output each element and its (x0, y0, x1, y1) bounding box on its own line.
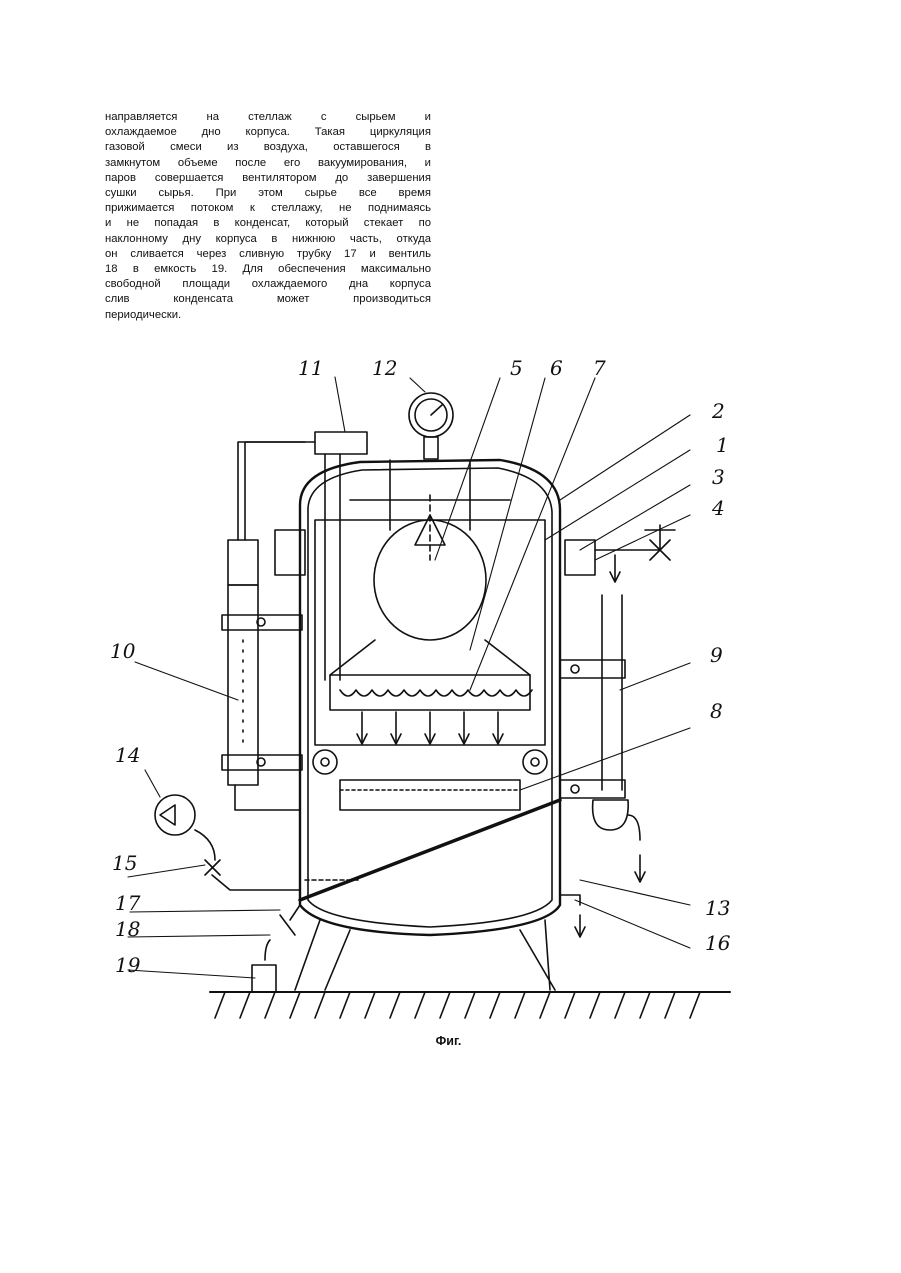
label-8: 8 (710, 699, 723, 723)
vacuum-unit-box (315, 432, 367, 454)
label-17: 17 (115, 891, 141, 915)
label-1: 1 (716, 433, 729, 457)
inclined-bottom (300, 800, 560, 900)
condensate-column (602, 595, 622, 790)
label-7: 7 (593, 356, 606, 380)
paragraph-line: и не попадая в конденсат, который стекае… (105, 216, 431, 231)
paragraph-line: направляется на стеллаж с сырьем и (105, 110, 431, 125)
paragraph-line: он сливается через сливную трубку 17 и в… (105, 247, 431, 262)
label-19: 19 (115, 953, 141, 977)
paragraph-line: наклонному дну корпуса в нижнюю часть, о… (105, 232, 431, 247)
paragraph-line: 18 в емкость 19. Для обеспечения максима… (105, 262, 431, 277)
paragraph-line: сушки сырья. При этом сырье все время (105, 186, 431, 201)
condenser-column (228, 540, 258, 585)
paragraph-line: замкнутом объеме после его вакуумировани… (105, 156, 431, 171)
label-13: 13 (705, 896, 730, 920)
airflow-arrows (357, 712, 503, 744)
paragraph-line: периодически. (105, 308, 431, 323)
label-11: 11 (298, 356, 323, 380)
label-16: 16 (705, 931, 731, 955)
paragraph-line: паров совершается вентилятором до заверш… (105, 171, 431, 186)
label-4: 4 (711, 496, 725, 520)
collection-jar (252, 965, 276, 992)
flange-right (565, 540, 595, 575)
paragraph-line: прижимается потоком к стеллажу, не подни… (105, 201, 431, 216)
label-6: 6 (550, 356, 563, 380)
apparatus-figure: 12 11 5 6 7 2 1 3 4 9 8 10 14 15 17 18 1… (100, 340, 740, 1035)
figure-caption-text: Фиг. (436, 1034, 462, 1048)
label-5: 5 (510, 356, 523, 380)
label-2: 2 (711, 399, 725, 423)
label-18: 18 (115, 917, 140, 941)
apparatus-drawing: 12 11 5 6 7 2 1 3 4 9 8 10 14 15 17 18 1… (100, 340, 740, 1030)
label-3: 3 (712, 465, 725, 489)
body-paragraph: направляется на стеллаж с сырьем и охлаж… (105, 110, 431, 323)
label-10: 10 (110, 639, 136, 663)
label-14: 14 (115, 743, 140, 767)
figure-caption: Фиг. (0, 1034, 901, 1048)
label-15: 15 (112, 851, 137, 875)
label-9: 9 (710, 643, 723, 667)
raw-material-rack (340, 780, 520, 810)
heater-block (330, 675, 530, 710)
paragraph-line: газовой смеси из воздуха, оставшегося в (105, 140, 431, 155)
paragraph-line: свободной площади охлаждаемого дна корпу… (105, 277, 431, 292)
paragraph-line: охлаждаемое дно корпуса. Такая циркуляци… (105, 125, 431, 140)
paragraph-line: слив конденсата может производиться (105, 292, 431, 307)
vessel-legs (295, 920, 555, 990)
label-12: 12 (372, 356, 397, 380)
